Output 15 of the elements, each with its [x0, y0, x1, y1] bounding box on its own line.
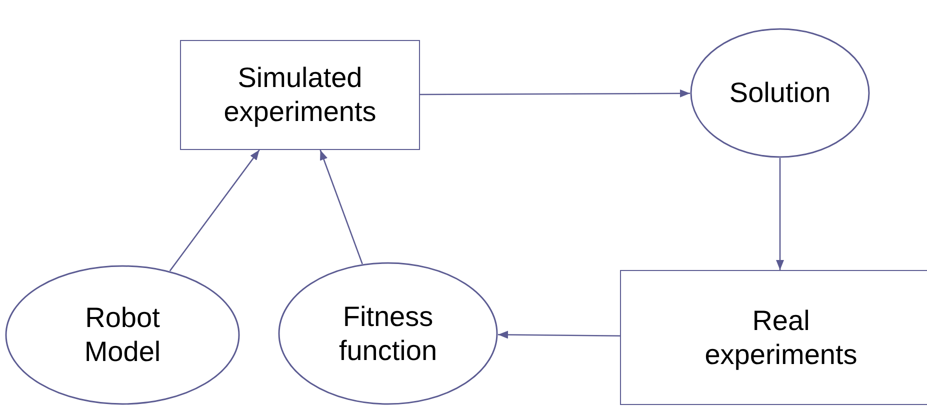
- process-box: [620, 270, 927, 405]
- input-ellipse: [5, 265, 240, 405]
- result-ellipse: [690, 28, 870, 158]
- node-label: Fitness function: [338, 300, 438, 368]
- arrow: [420, 89, 690, 98]
- input-ellipse: [278, 262, 498, 405]
- node-label: Real experiments: [704, 304, 858, 372]
- arrow: [320, 150, 363, 264]
- node-label: Robot Model: [83, 301, 162, 369]
- node-label: Solution: [729, 76, 831, 110]
- node-label: Simulated experiments: [222, 61, 378, 129]
- arrow: [498, 330, 620, 339]
- arrow: [776, 158, 784, 270]
- process-box: [180, 40, 420, 150]
- arrow: [169, 150, 260, 272]
